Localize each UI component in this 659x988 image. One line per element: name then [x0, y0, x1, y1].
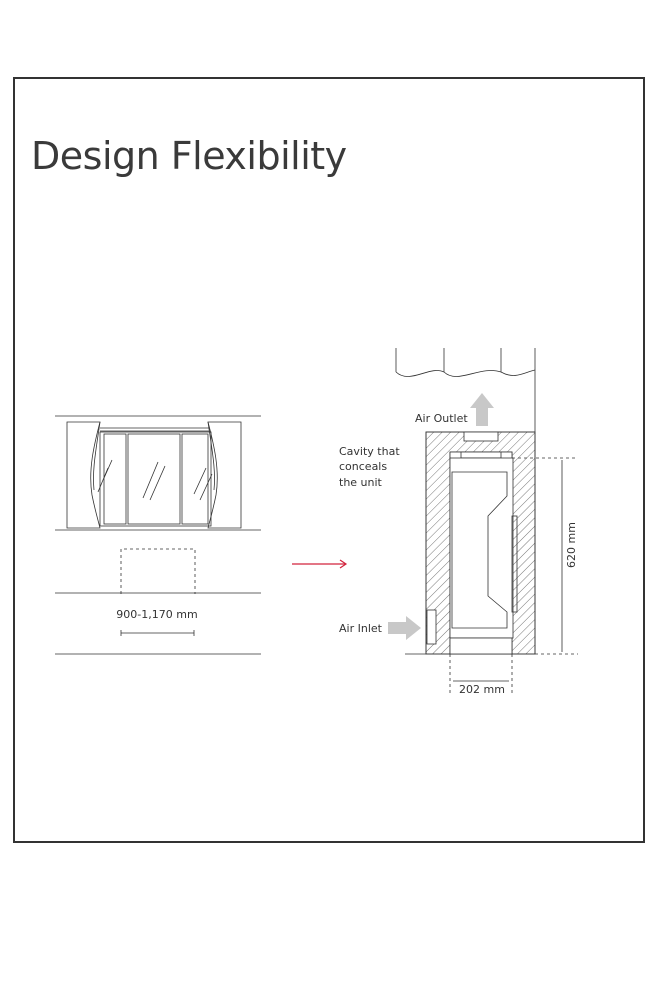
width-dimension-label: 900-1,170 mm [116, 608, 197, 621]
cavity-label-line-1: Cavity that [339, 445, 400, 458]
air-outlet-label: Air Outlet [415, 412, 468, 425]
page-title: Design Flexibility [31, 134, 347, 178]
air-inlet-arrow [388, 616, 421, 640]
cavity-label-line-3: the unit [339, 476, 383, 489]
air-outlet-arrow [470, 393, 494, 426]
wall-section [395, 348, 578, 696]
transition-arrow [292, 559, 348, 569]
cavity-label-line-2: conceals [339, 460, 387, 473]
window-elevation [55, 415, 261, 655]
frame-border [13, 77, 645, 843]
depth-dimension-label: 202 mm [459, 683, 505, 696]
height-dimension-label: 620 mm [565, 522, 578, 568]
air-inlet-label: Air Inlet [339, 622, 383, 635]
